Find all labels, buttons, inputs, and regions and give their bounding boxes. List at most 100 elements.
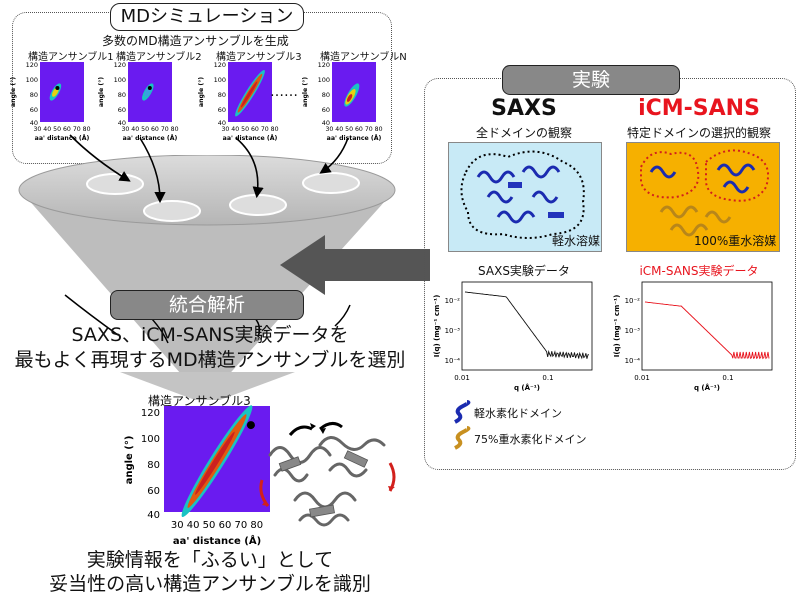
x-axis-label: aa' distance (Å) — [223, 133, 278, 142]
sieve-hole — [143, 200, 201, 222]
x-tick-label: 0.1 — [542, 374, 553, 382]
experiment-to-analysis-arrow — [280, 235, 430, 295]
y-axis-label: I(q) (mg⁻¹ cm⁻¹) — [613, 295, 621, 358]
y-tick-label: 60 — [118, 106, 126, 114]
integration-title: 統合解析 — [110, 290, 304, 320]
heatmap-core — [346, 94, 353, 102]
y-axis-label: angle (°) — [197, 77, 205, 107]
scattering-curve — [644, 301, 770, 360]
y-tick-label: 40 — [118, 119, 126, 127]
x-axis-label: aa' distance (Å) — [327, 133, 382, 142]
heatmap-marker — [246, 421, 255, 430]
x-axis-label: aa' distance (Å) — [35, 133, 90, 142]
rotation-arrow — [288, 425, 313, 436]
y-tick-label: 80 — [218, 91, 226, 99]
x-axis-label: aa' distance (Å) — [173, 534, 261, 547]
y-tick-label: 100 — [141, 434, 160, 445]
x-tick-label: 30 40 50 60 70 80 — [171, 520, 263, 531]
y-tick-label: 40 — [322, 119, 330, 127]
saxs-solvent: 軽水溶媒 — [552, 234, 601, 248]
heatmap-marker — [147, 86, 152, 90]
legend-hydrogenated-icon — [454, 400, 471, 424]
heatmap-marker — [55, 86, 60, 90]
heatmap-background — [40, 62, 84, 122]
x-tick-label: 0.01 — [454, 374, 470, 382]
x-tick-label: 30 40 50 60 70 80 — [325, 126, 382, 133]
ensemble-label: 構造アンサンブルN — [320, 52, 407, 63]
y-tick-label: 120 — [214, 61, 226, 69]
y-tick-label: 40 — [218, 119, 226, 127]
y-tick-label: 10⁻⁴ — [625, 357, 641, 365]
y-tick-label: 10⁻³ — [445, 327, 461, 335]
y-axis-label: I(q) (mg⁻¹ cm⁻¹) — [433, 295, 441, 358]
sans-solvent: 100%重水溶媒 — [694, 234, 777, 248]
y-tick-label: 100 — [26, 76, 38, 84]
ensemble-label: 構造アンサンブル2 — [116, 52, 202, 63]
funnel-outlet — [120, 372, 295, 400]
x-axis-label: q (Å⁻¹) — [514, 383, 540, 392]
y-tick-label: 120 — [141, 408, 160, 419]
md-subtitle: 多数のMD構造アンサンブルを生成 — [102, 34, 289, 48]
legend-deuterated: 75%重水素化ドメイン — [474, 433, 587, 446]
y-tick-label: 80 — [30, 91, 38, 99]
y-tick-label: 10⁻² — [445, 297, 461, 305]
y-tick-label: 40 — [147, 510, 160, 521]
x-tick-label: 30 40 50 60 70 80 — [33, 126, 90, 133]
y-axis-label: angle (°) — [301, 77, 309, 107]
saxs-protein-image — [460, 150, 585, 239]
y-tick-label: 80 — [322, 91, 330, 99]
y-tick-label: 80 — [147, 460, 160, 471]
y-tick-label: 60 — [218, 106, 226, 114]
ellipsis: …… — [270, 84, 298, 100]
y-tick-label: 60 — [30, 106, 38, 114]
x-tick-label: 30 40 50 60 70 80 — [221, 126, 278, 133]
x-axis-label: aa' distance (Å) — [123, 133, 178, 142]
y-tick-label: 120 — [114, 61, 126, 69]
heatmap-core — [240, 81, 258, 108]
legend-deuterated-icon — [454, 426, 471, 450]
x-tick-label: 0.1 — [722, 374, 733, 382]
plot-frame — [641, 281, 773, 371]
saxs-data-title: SAXS実験データ — [478, 264, 570, 278]
ensemble-label: 構造アンサンブル1 — [28, 52, 114, 63]
ensemble-label: 構造アンサンブル3 — [216, 52, 302, 63]
y-tick-label: 10⁻³ — [625, 327, 641, 335]
x-axis-label: q (Å⁻¹) — [694, 383, 720, 392]
y-tick-label: 40 — [30, 119, 38, 127]
y-tick-label: 120 — [318, 61, 330, 69]
sans-protein-image — [640, 149, 770, 237]
saxs-sample-box — [448, 142, 602, 252]
y-tick-label: 80 — [118, 91, 126, 99]
scattering-curve — [464, 291, 590, 360]
bottom-line2: 妥当性の高い構造アンサンブルを識別 — [49, 573, 371, 595]
sans-name: iCM-SANS — [638, 96, 760, 121]
integration-line2: 最もよく再現するMD構造アンサンブルを選別 — [14, 349, 406, 371]
x-tick-label: 0.01 — [634, 374, 650, 382]
saxs-desc: 全ドメインの観察 — [475, 126, 572, 140]
y-tick-label: 60 — [322, 106, 330, 114]
sans-data-title: iCM-SANS実験データ — [639, 264, 759, 278]
y-tick-label: 100 — [114, 76, 126, 84]
experiment-title: 実験 — [502, 65, 680, 95]
selection-arrows — [69, 134, 349, 204]
saxs-name: SAXS — [491, 96, 557, 121]
y-tick-label: 100 — [318, 76, 330, 84]
y-tick-label: 60 — [147, 486, 160, 497]
plot-frame — [461, 281, 593, 371]
sans-scattering-plot: 10⁻² 10⁻³ 10⁻⁴ 0.01 0.1q (Å⁻¹) I(q) (mg⁻¹ cm⁻… — [613, 281, 773, 392]
heatmap-core — [195, 431, 235, 495]
y-axis-label: angle (°) — [124, 436, 135, 485]
sans-desc: 特定ドメインの選択的観察 — [626, 126, 771, 140]
y-tick-label: 120 — [26, 61, 38, 69]
md-title: MDシミュレーション — [110, 3, 304, 31]
protein-structure-image — [259, 422, 396, 527]
selected-ensemble-label: 構造アンサンブル3 — [148, 394, 251, 408]
integration-line1: SAXS、iCM-SANS実験データを — [71, 324, 349, 346]
y-tick-label: 10⁻² — [625, 297, 641, 305]
rotation-arrow — [319, 422, 343, 431]
